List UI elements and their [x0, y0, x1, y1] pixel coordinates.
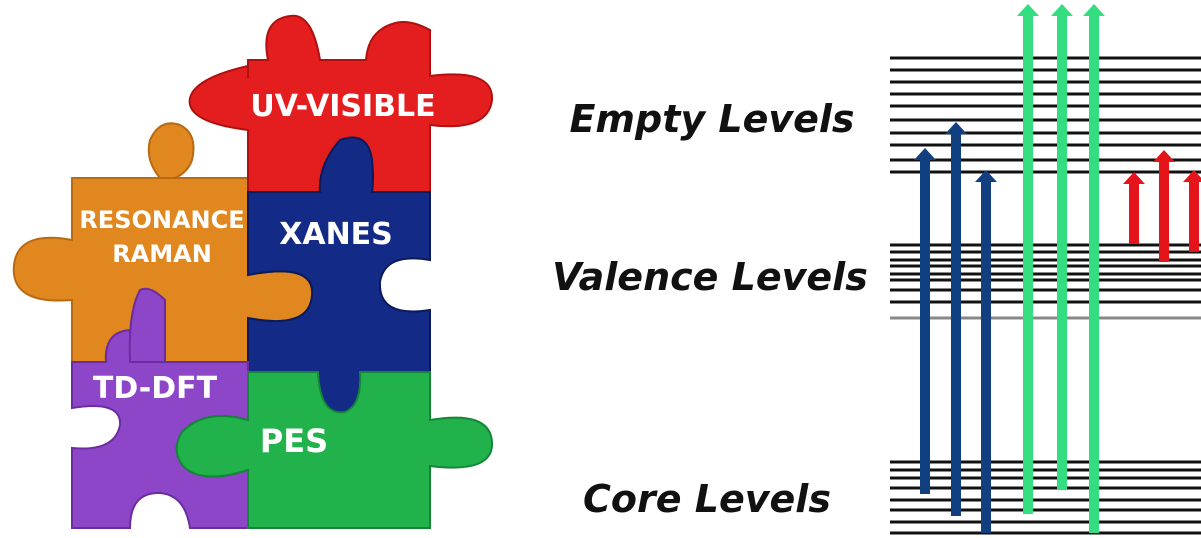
- red-transition-arrow: [1153, 150, 1175, 262]
- xanes-piece: [247, 136, 431, 414]
- red-transition-arrow: [1123, 172, 1145, 244]
- green-transition-arrow: [1051, 4, 1073, 490]
- empty-levels-label: Empty Levels: [569, 97, 854, 141]
- puzzle-cluster: UV-VISIBLE RESONANCE RAMAN XANES TD-DFT …: [12, 14, 494, 529]
- blue-transition-arrow: [914, 148, 936, 494]
- uv-visible-piece: [188, 14, 494, 193]
- pes-piece: [175, 371, 494, 529]
- energy-level-lines: [890, 56, 1201, 535]
- raman-label: RAMAN: [112, 240, 212, 268]
- uv-visible-label: UV-VISIBLE: [250, 89, 435, 124]
- pes-label: PES: [260, 422, 328, 460]
- transition-arrows: [914, 4, 1201, 533]
- green-transition-arrow: [1017, 4, 1039, 514]
- core-levels-label: Core Levels: [583, 477, 831, 521]
- resonance-label: RESONANCE: [79, 206, 244, 234]
- green-transition-arrow: [1083, 4, 1105, 533]
- blue-transition-arrow: [975, 170, 997, 533]
- td-dft-label: TD-DFT: [93, 371, 218, 406]
- td-dft-piece: [71, 287, 249, 529]
- blue-transition-arrow: [945, 122, 967, 516]
- red-transition-arrow: [1183, 170, 1201, 252]
- xanes-label: XANES: [279, 217, 393, 252]
- valence-levels-label: Valence Levels: [552, 255, 868, 299]
